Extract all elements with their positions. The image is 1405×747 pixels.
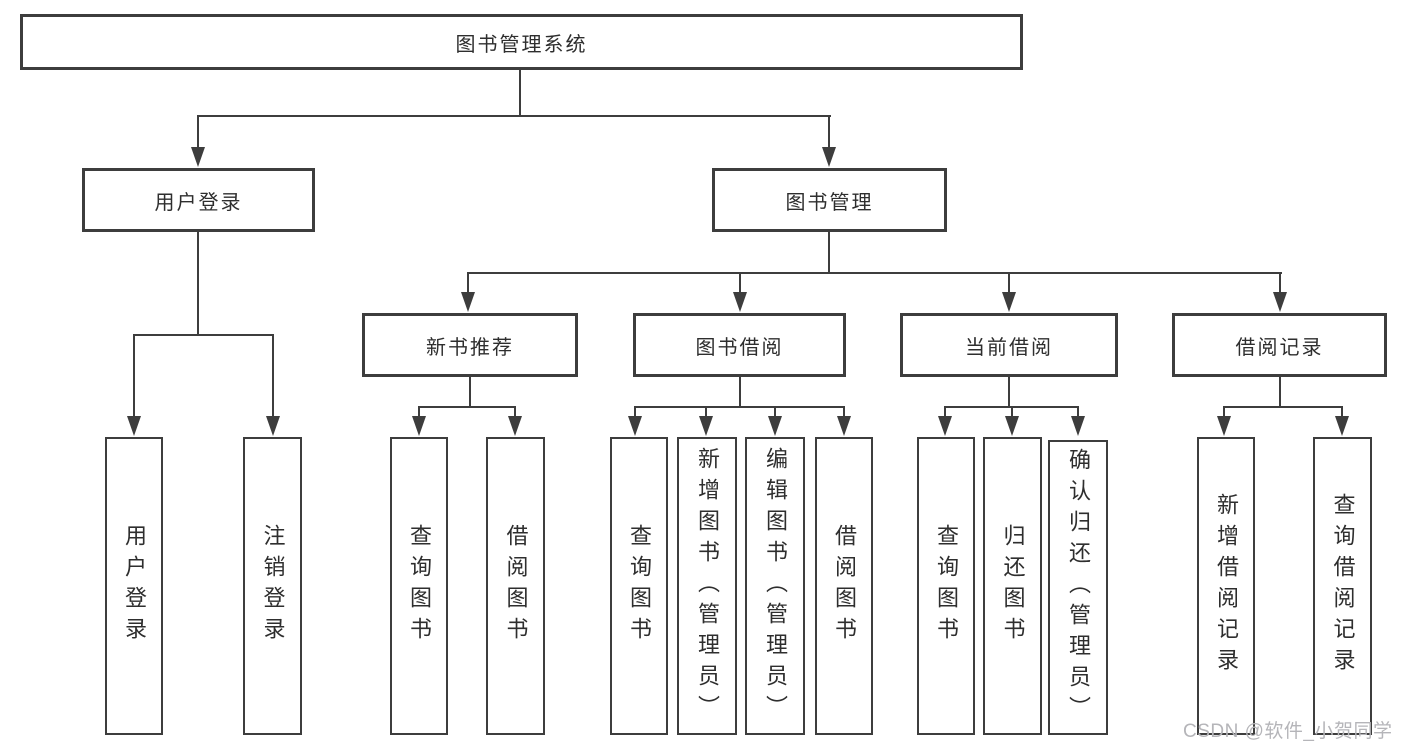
connector-line [1279,272,1281,296]
connector-line [197,115,831,117]
leaf-label: 注销登录 [260,524,286,648]
leaf-label: 查询借阅记录 [1330,493,1356,679]
connector-arrowhead [733,292,747,312]
connector-arrowhead [822,147,836,167]
connector-line [272,334,274,418]
connector-line [418,406,516,408]
node-label: 图书借阅 [695,336,784,359]
connector-line [1008,377,1010,407]
connector-line [197,115,199,151]
node-new-book-recommend: 新书推荐 [362,313,578,377]
connector-arrowhead [938,416,952,436]
connector-line [634,406,636,418]
leaf-query-books-borrow: 查询图书 [610,437,668,735]
node-current-borrow: 当前借阅 [900,313,1118,377]
leaf-label: 编辑图书（管理员） [763,446,788,726]
connector-arrowhead [412,416,426,436]
connector-line [1011,406,1013,418]
connector-line [1223,406,1343,408]
connector-arrowhead [628,416,642,436]
leaf-label: 借阅图书 [832,524,857,648]
connector-line [133,334,274,336]
leaf-edit-book-admin: 编辑图书（管理员） [745,437,805,735]
leaf-confirm-return-admin: 确认归还（管理员） [1048,440,1108,735]
leaf-add-borrow-record: 新增借阅记录 [1197,437,1255,735]
leaf-label: 借阅图书 [503,524,529,648]
connector-line [1077,406,1079,418]
connector-arrowhead [1335,416,1349,436]
node-book-management: 图书管理 [712,168,947,232]
connector-arrowhead [461,292,475,312]
connector-arrowhead [1071,416,1085,436]
connector-arrowhead [1002,292,1016,312]
node-label: 图书管理系统 [455,33,588,56]
connector-line [739,272,741,296]
connector-line [634,406,845,408]
connector-line [418,406,420,418]
connector-line [519,69,521,117]
connector-arrowhead [191,147,205,167]
node-library-management-system: 图书管理系统 [20,14,1023,70]
leaf-query-books-current: 查询图书 [917,437,975,735]
connector-line [944,406,946,418]
connector-line [467,272,469,296]
leaf-label: 查询图书 [407,524,432,648]
connector-arrowhead [768,416,782,436]
connector-line [843,406,845,418]
connector-line [1341,406,1343,418]
leaf-label: 新增借阅记录 [1214,493,1239,679]
watermark-text: CSDN @软件_小贺同学 [1183,721,1393,742]
connector-line [197,232,199,336]
node-label: 用户登录 [154,191,243,214]
node-label: 当前借阅 [965,336,1053,359]
leaf-label: 归还图书 [1000,524,1026,648]
node-borrow-records: 借阅记录 [1172,313,1387,377]
connector-arrowhead [127,416,141,436]
leaf-query-books-recommend: 查询图书 [390,437,448,735]
connector-line [705,406,707,418]
node-label: 借阅记录 [1235,336,1324,359]
leaf-add-book-admin: 新增图书（管理员） [677,437,737,735]
leaf-logout: 注销登录 [243,437,302,735]
leaf-query-borrow-record: 查询借阅记录 [1313,437,1372,735]
connector-line [1223,406,1225,418]
leaf-return-book: 归还图书 [983,437,1042,735]
connector-line [828,232,830,274]
connector-arrowhead [837,416,851,436]
leaf-label: 新增图书（管理员） [695,446,720,726]
connector-arrowhead [1217,416,1231,436]
connector-line [828,115,830,151]
connector-line [1008,272,1010,296]
leaf-user-login: 用户登录 [105,437,163,735]
leaf-borrow-books-recommend: 借阅图书 [486,437,545,735]
connector-arrowhead [508,416,522,436]
connector-line [1279,377,1281,407]
connector-line [133,334,135,418]
connector-line [469,377,471,407]
connector-line [774,406,776,418]
leaf-label: 用户登录 [122,524,147,648]
connector-arrowhead [1005,416,1019,436]
node-label: 图书管理 [785,191,874,214]
connector-arrowhead [699,416,713,436]
connector-arrowhead [266,416,280,436]
node-book-borrow: 图书借阅 [633,313,846,377]
leaf-label: 查询图书 [934,524,959,648]
node-label: 新书推荐 [426,336,514,359]
leaf-label: 确认归还（管理员） [1066,448,1091,727]
node-user-login: 用户登录 [82,168,315,232]
connector-line [739,377,741,407]
leaf-label: 查询图书 [627,524,652,648]
connector-line [514,406,516,418]
leaf-borrow-books: 借阅图书 [815,437,873,735]
connector-arrowhead [1273,292,1287,312]
connector-line [467,272,1282,274]
